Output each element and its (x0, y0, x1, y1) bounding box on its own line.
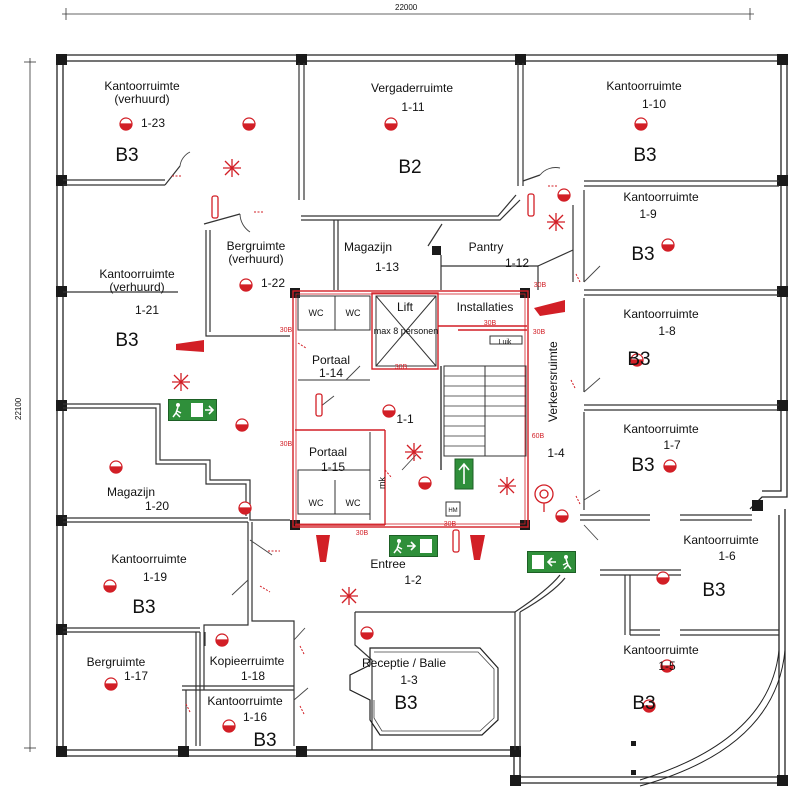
room-1-6-class: B3 (702, 580, 726, 601)
room-1-21-number: 1-21 (134, 303, 160, 317)
lift-label: Lift (396, 300, 414, 314)
room-1-23-number: 1-23 (140, 116, 166, 130)
room-1-4-number: 1-4 (547, 446, 565, 460)
wc-label-4: WC (345, 498, 361, 508)
room-1-22-number: 1-22 (260, 276, 286, 290)
wc-label-3: WC (308, 498, 324, 508)
room-1-15-name: Portaal (308, 445, 348, 459)
dimension-lines (24, 8, 754, 752)
fire-rating-3: 30B (483, 320, 497, 327)
room-1-17-number: 1-17 (123, 669, 149, 683)
fire-rating-1: 30B (279, 327, 293, 334)
room-1-8-name: Kantoorruimte (623, 307, 699, 321)
exit-sign-left (168, 399, 217, 421)
fire-rating-6: 30B (279, 441, 293, 448)
room-1-13-number: 1-13 (374, 260, 400, 274)
room-1-5-number: 1-5 (658, 659, 676, 673)
core-walls (297, 295, 527, 520)
fire-compartment-lines (292, 290, 529, 528)
room-1-20-name: Magazijn (106, 485, 156, 499)
fire-rating-5: 30B (533, 282, 547, 289)
room-1-23-class: B3 (115, 145, 139, 166)
mk-label: mk (377, 477, 387, 489)
room-1-5-name: Kantoorruimte (623, 643, 699, 657)
room-1-21-class: B3 (115, 330, 139, 351)
smoke-detectors (103, 117, 677, 733)
fire-hose-reels (176, 300, 565, 562)
fire-rating-4: 30B (532, 329, 546, 336)
room-1-18-number: 1-18 (240, 669, 266, 683)
fire-rating-8: 30B (443, 521, 457, 528)
room-1-18-name: Kopieerruimte (209, 654, 285, 668)
room-1-11-name: Vergaderruimte (370, 81, 454, 95)
fire-rating-7: 30B (355, 530, 369, 537)
room-1-9-class: B3 (631, 244, 655, 265)
luik-label: Luik (498, 339, 512, 346)
room-1-7-name: Kantoorruimte (623, 422, 699, 436)
room-1-14-name: Portaal (311, 353, 351, 367)
room-1-9-name: Kantoorruimte (623, 190, 699, 204)
fire-extinguisher-icons (211, 193, 535, 553)
room-1-10-number: 1-10 (641, 97, 667, 111)
room-1-12-name: Pantry (468, 240, 504, 254)
reception-desk (349, 647, 499, 736)
room-1-20-number: 1-20 (144, 499, 170, 513)
wall-light-markers (172, 175, 581, 715)
door-swings (179, 151, 601, 701)
room-1-6-number: 1-6 (718, 549, 736, 563)
room-1-9-number: 1-9 (639, 207, 657, 221)
exit-sign-entree (389, 535, 438, 557)
room-1-15-number: 1-15 (320, 460, 346, 474)
room-1-19-number: 1-19 (142, 570, 168, 584)
outer-walls (56, 54, 788, 787)
wc-label-2: WC (345, 308, 361, 318)
room-1-3-class: B3 (394, 693, 418, 714)
columns (56, 54, 788, 786)
installaties-label: Installaties (456, 300, 514, 314)
room-1-22-name: Bergruimte(verhuurd) (226, 239, 286, 266)
room-1-12-number: 1-12 (504, 256, 530, 270)
room-1-5-class: B3 (632, 693, 656, 714)
room-1-16-class: B3 (253, 730, 277, 751)
room-1-16-name: Kantoorruimte (207, 694, 283, 708)
room-1-16-number: 1-16 (242, 710, 268, 724)
room-1-11-class: B2 (398, 157, 422, 178)
room-1-11-number: 1-11 (401, 100, 425, 114)
room-1-7-class: B3 (631, 455, 655, 476)
room-1-10-class: B3 (633, 145, 657, 166)
hm-label: HM (448, 508, 458, 514)
lift-capacity: max 8 personen (373, 326, 439, 336)
interior-walls (63, 63, 779, 750)
room-1-17-name: Bergruimte (86, 655, 146, 669)
room-1-3-name: Receptie / Balie (361, 656, 447, 670)
room-1-19-class: B3 (132, 597, 156, 618)
room-1-14-number: 1-14 (318, 366, 344, 380)
room-1-1-number: 1-1 (396, 412, 414, 426)
dimension-height: 22100 (14, 397, 23, 420)
room-1-21-name: Kantoorruimte(verhuurd) (99, 267, 175, 294)
fire-rating-2: 30B (394, 364, 408, 371)
room-1-19-name: Kantoorruimte (111, 552, 187, 566)
emergency-light-icons (172, 159, 565, 605)
hm-box (445, 501, 461, 517)
fire-rating-60: 60B (531, 433, 545, 440)
exit-sign-right (527, 551, 576, 573)
room-1-2-number: 1-2 (404, 573, 422, 587)
room-1-13-name: Magazijn (343, 240, 393, 254)
dimension-width: 22000 (395, 3, 418, 12)
room-1-2-name: Entree (370, 557, 406, 571)
room-1-6-name: Kantoorruimte (683, 533, 759, 547)
room-1-3-number: 1-3 (400, 673, 418, 687)
room-1-8-number: 1-8 (658, 324, 676, 338)
room-1-10-name: Kantoorruimte (606, 79, 682, 93)
room-1-23-name: Kantoorruimte(verhuurd) (104, 79, 180, 106)
wc-label-1: WC (308, 308, 324, 318)
room-1-4-name: Verkeersruimte (546, 341, 560, 422)
fire-alarm-bell-icon (534, 484, 554, 512)
room-1-7-number: 1-7 (663, 438, 681, 452)
room-1-8-class: B3 (627, 349, 651, 370)
